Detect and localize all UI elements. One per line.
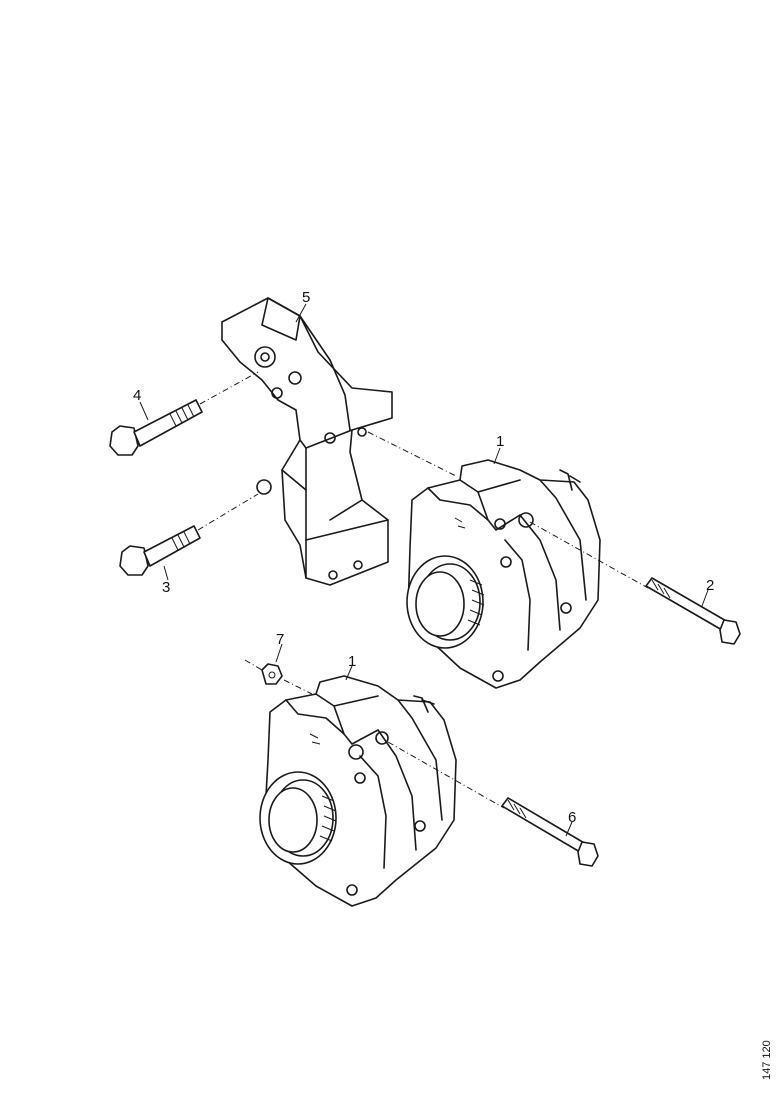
alternator-bottom <box>259 675 457 907</box>
bolt-4 <box>109 371 259 456</box>
callout-3: 3 <box>162 579 170 596</box>
bracket-to-alternator-axis <box>367 431 457 477</box>
callout-1-top: 1 <box>496 433 504 450</box>
callout-5: 5 <box>302 289 310 306</box>
bolt-3 <box>119 493 259 576</box>
bolt-6 <box>387 741 599 867</box>
callout-1-bottom: 1 <box>348 653 356 670</box>
bolt-2 <box>529 521 741 645</box>
callout-7: 7 <box>276 631 284 648</box>
callout-2: 2 <box>706 577 714 594</box>
reference-code: 147 120 <box>761 1040 773 1080</box>
leader-lines <box>139 303 709 837</box>
mounting-bracket <box>221 297 393 586</box>
nut-7 <box>244 659 313 695</box>
callout-6: 6 <box>568 809 576 826</box>
alternator-top <box>406 459 601 689</box>
callout-4: 4 <box>133 387 141 404</box>
